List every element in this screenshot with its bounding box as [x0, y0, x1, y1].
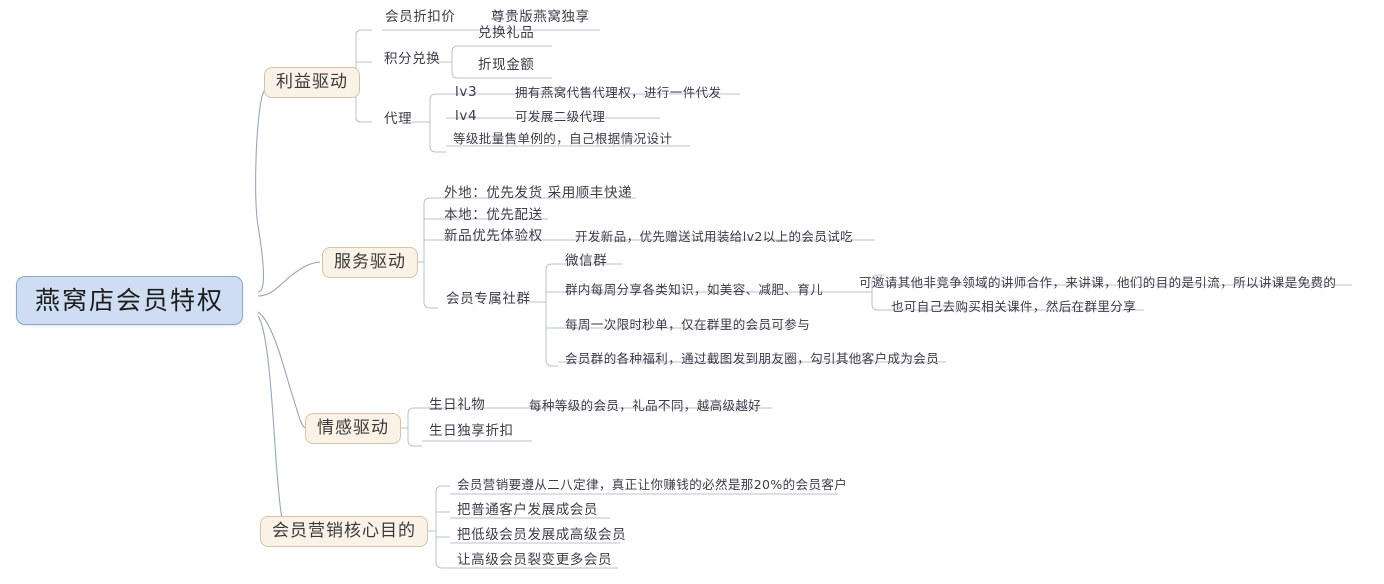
detail-tier-bulk-design[interactable]: 等级批量售单例的，自己根据情况设计 — [453, 131, 673, 146]
link-b4-bracket — [435, 485, 450, 569]
detail-group-benefits-screenshot-promo[interactable]: 会员群的各种福利，通过截图发到朋友圈，勾引其他客户成为会员 — [565, 351, 940, 366]
detail-lv3-label[interactable]: lv3 — [455, 84, 478, 100]
detail-upgrade-low-tier-member[interactable]: 把低级会员发展成高级会员 — [457, 527, 627, 543]
subtopic-out-of-town-priority-shipping[interactable]: 外地：优先发货 采用顺丰快递 — [444, 185, 633, 201]
link-root-b2 — [257, 261, 321, 297]
detail-convert-regular-to-member[interactable]: 把普通客户发展成会员 — [457, 502, 598, 518]
detail-weekly-flash-sale[interactable]: 每周一次限时秒单，仅在群里的会员可参与 — [565, 317, 811, 332]
detail-invite-guest-lecturers[interactable]: 可邀请其他非竞争领域的讲师合作，来讲课，他们的目的是引流，所以讲课是免费的 — [859, 275, 1337, 290]
subtopic-agency[interactable]: 代理 — [384, 111, 413, 127]
link-b1-c3 — [355, 117, 372, 123]
detail-cash-discount-amount[interactable]: 折现金额 — [478, 57, 535, 73]
detail-new-product-trial-description[interactable]: 开发新品，优先赠送试用装给lv2以上的会员试吃 — [575, 229, 854, 244]
link-b2-spine — [423, 197, 438, 309]
topic-node-membership-marketing-core-purpose[interactable]: 会员营销核心目的 — [260, 516, 428, 547]
subtopic-member-discount-price[interactable]: 会员折扣价 — [385, 9, 456, 25]
subtopic-local-priority-delivery[interactable]: 本地：优先配送 — [444, 207, 543, 223]
detail-weekly-knowledge-sharing[interactable]: 群内每周分享各类知识，如美容、减肥、育儿 — [565, 282, 824, 297]
detail-lv4-label[interactable]: lv4 — [455, 108, 478, 124]
detail-birthday-gift-by-tier[interactable]: 每种等级的会员，礼品不同，越高级越好 — [529, 398, 762, 413]
link-root-b1 — [255, 82, 273, 293]
detail-pareto-principle[interactable]: 会员营销要遵从二八定律，真正让你赚钱的必然是那20%的会员客户 — [457, 477, 848, 492]
subtopic-member-exclusive-community[interactable]: 会员专属社群 — [446, 291, 531, 307]
detail-high-tier-member-referral[interactable]: 让高级会员裂变更多会员 — [457, 552, 613, 568]
detail-lv4-description[interactable]: 可发展二级代理 — [515, 109, 606, 124]
detail-lv3-description[interactable]: 拥有燕窝代售代理权，进行一件代发 — [515, 85, 722, 100]
subtopic-birthday-exclusive-discount[interactable]: 生日独享折扣 — [429, 423, 514, 439]
detail-buy-courseware-share[interactable]: 也可自己去购买相关课件，然后在群里分享 — [891, 299, 1137, 314]
root-node[interactable]: 燕窝店会员特权 — [16, 276, 244, 325]
subtopic-points-redemption[interactable]: 积分兑换 — [384, 51, 441, 67]
topic-node-emotional-drive[interactable]: 情感驱动 — [305, 413, 401, 444]
topic-node-benefit-drive[interactable]: 利益驱动 — [264, 67, 360, 98]
link-b1c3-bracket — [429, 93, 446, 153]
link-b2c4-bracket — [545, 263, 558, 367]
link-b1c2-bracket — [451, 45, 468, 79]
link-b3-bracket — [407, 407, 422, 447]
link-root-b3 — [257, 311, 306, 429]
link-root-b4 — [257, 315, 287, 532]
detail-redeem-gift[interactable]: 兑换礼品 — [478, 25, 535, 41]
detail-wechat-group[interactable]: 微信群 — [565, 253, 608, 269]
subtopic-birthday-gift[interactable]: 生日礼物 — [429, 397, 486, 413]
topic-node-service-drive[interactable]: 服务驱动 — [322, 247, 418, 278]
detail-premium-nest-exclusive[interactable]: 尊贵版燕窝独享 — [491, 9, 590, 25]
subtopic-new-product-priority-trial[interactable]: 新品优先体验权 — [444, 228, 543, 244]
